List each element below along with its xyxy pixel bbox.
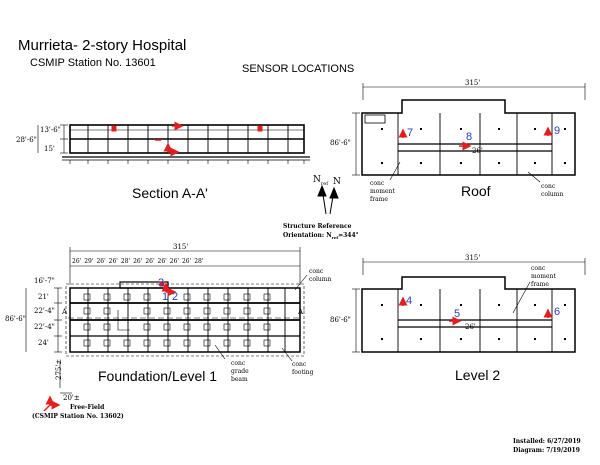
- foundation-row-dim-2: 22'-4": [34, 307, 55, 315]
- sensor-label-7: 7: [407, 127, 414, 139]
- roof-sensor-marks: [398, 126, 553, 151]
- foundation-column-boxes: [83, 293, 271, 347]
- sensor-label-9: 9: [554, 125, 561, 137]
- roof-column-dots: [381, 128, 566, 164]
- foundation-view-label: Foundation/Level 1: [98, 368, 218, 384]
- free-field-station: (CSMIP Station No. 13602): [32, 413, 124, 420]
- north-label: N: [333, 177, 341, 187]
- foundation-plan: [25, 247, 308, 394]
- section-mark-a-prime: A': [298, 308, 305, 316]
- level2-plan: [352, 258, 586, 353]
- foundation-dim-length: 315': [173, 243, 189, 251]
- foundation-row-dim-3: 22'-4": [34, 323, 55, 331]
- page-subtitle: CSMIP Station No. 13601: [30, 57, 156, 69]
- reference-line2: Orientation: Nref=344°: [283, 232, 359, 241]
- level2-dim-width: 86'-6": [330, 316, 351, 324]
- section-view: [37, 124, 310, 164]
- free-field-label: Free-Field: [70, 404, 105, 411]
- roof-dim-inner: 26': [472, 147, 483, 155]
- sensor-label-4: 4: [406, 295, 413, 307]
- foundation-row-dim-0: 16'-7": [34, 277, 55, 285]
- foundation-dim-width: 86'-6": [5, 315, 26, 323]
- free-field-dim-height: 275'±: [55, 358, 63, 380]
- sensor-label-6: 6: [554, 306, 561, 318]
- foundation-bay-dims: 26' 29' 26' 26' 28' 26' 26' 26' 26' 26' …: [72, 258, 204, 265]
- sensor-label-3: 3: [158, 277, 165, 289]
- sensor-label-1: 1: [162, 291, 169, 303]
- roof-view-label: Roof: [461, 183, 491, 199]
- section-dim-top: 13'-6": [40, 126, 61, 134]
- section-dim-bottom: 15': [44, 145, 55, 153]
- roof-dim-length: 315': [465, 79, 481, 87]
- section-sensor-marks: [111, 121, 263, 157]
- foundation-row-dim-1: 21': [38, 293, 49, 301]
- level2-dim-length: 315': [465, 254, 481, 262]
- free-field-sensor: [43, 395, 61, 412]
- sensor-locations-heading: SENSOR LOCATIONS: [242, 63, 355, 75]
- sensor-label-2: 2: [172, 291, 179, 303]
- roof-dim-width: 86'-6": [330, 139, 351, 147]
- foundation-sensor-marks: [159, 281, 177, 297]
- level2-dim-inner: 26': [465, 323, 476, 331]
- page-title: Murrieta- 2-story Hospital: [18, 37, 187, 54]
- section-view-label: Section A-A': [132, 185, 208, 201]
- free-field-dim-offset: 20'±: [63, 394, 80, 402]
- sensor-label-8: 8: [466, 131, 473, 143]
- section-dim-total: 28'-6": [16, 136, 37, 144]
- section-mark-a: A: [62, 308, 68, 316]
- sensor-label-5: 5: [454, 308, 461, 320]
- diagram-date: Diagram: 7/19/2019: [513, 447, 580, 454]
- north-arrow-icon: [317, 184, 339, 215]
- north-ref-label: Nref: [313, 175, 329, 187]
- level2-sensor-marks: [398, 296, 553, 326]
- foundation-row-dim-4: 24': [38, 339, 49, 347]
- roof-plan: [352, 83, 586, 183]
- reference-line1: Structure Reference: [283, 223, 352, 230]
- level2-column-dots: [381, 304, 566, 340]
- installed-date: Installed: 6/27/2019: [513, 438, 581, 445]
- level2-view-label: Level 2: [455, 367, 501, 383]
